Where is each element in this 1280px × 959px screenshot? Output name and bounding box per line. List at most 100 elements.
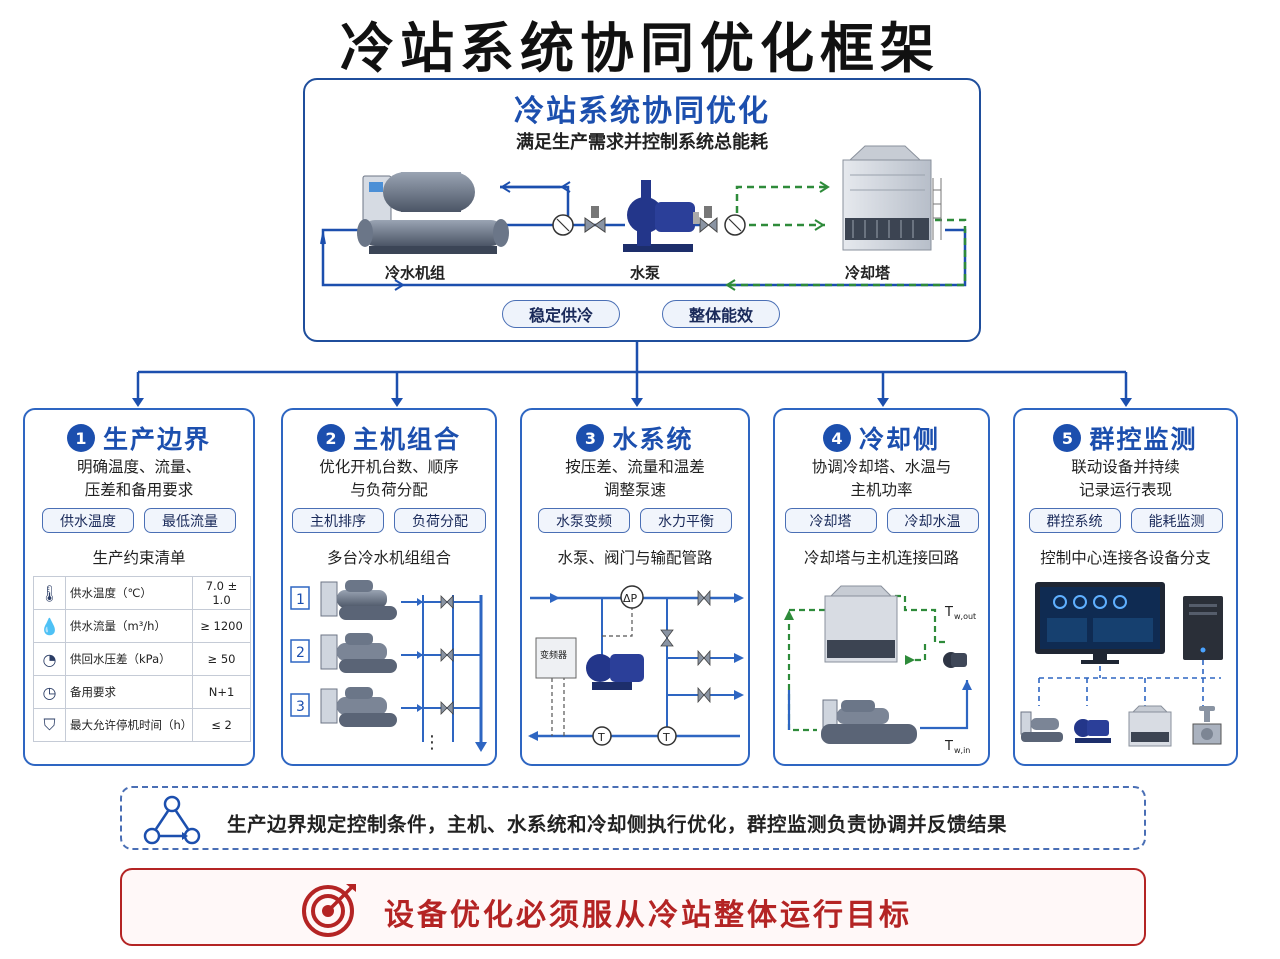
clock-icon: ◷ bbox=[33, 675, 66, 709]
step-number: 3 bbox=[576, 424, 605, 452]
card-description: 优化开机台数、顺序 与负荷分配 bbox=[319, 458, 459, 499]
coordination-note: 生产边界规定控制条件，主机、水系统和冷却侧执行优化，群控监测负责协调并反馈结果 bbox=[120, 786, 1146, 850]
system-subtitle: 满足生产需求并控制系统总能耗 bbox=[516, 132, 768, 153]
dp-sensor-icon bbox=[620, 585, 644, 609]
unit-label-1: 1 bbox=[296, 592, 305, 608]
tag-group-control: 群控系统 bbox=[1028, 508, 1121, 533]
page-title: 冷站系统协同优化框架 bbox=[340, 17, 940, 80]
system-loop-diagram bbox=[320, 145, 967, 291]
card-cooling-side: 4 冷却侧 协调冷却塔、水温与 主机功率 冷却塔 冷却水温 冷却塔与主机连接回路 bbox=[773, 408, 990, 766]
chiller-graphic bbox=[821, 699, 917, 744]
step-number: 4 bbox=[822, 424, 851, 452]
vfd-label: 变频器 bbox=[540, 649, 567, 661]
table-row: ◔ 供回水压差（kPa） ≥ 50 bbox=[33, 642, 251, 676]
chiller-label: 冷水机组 bbox=[385, 264, 446, 282]
monitor-graphic bbox=[1035, 582, 1165, 664]
row-value: ≥ 1200 bbox=[192, 609, 251, 643]
card-subtitle: 水泵、阀门与输配管路 bbox=[557, 549, 713, 567]
t-in-subscript: w,in bbox=[954, 746, 970, 755]
row-label: 供回水压差（kPa） bbox=[65, 642, 193, 676]
temp-sensor-label-2: T bbox=[662, 731, 670, 744]
dp-sensor-label: ΔP bbox=[623, 592, 638, 605]
card-group-monitoring: 5 群控监测 联动设备并持续 记录运行表现 群控系统 能耗监测 控制中心连接各设… bbox=[1013, 408, 1238, 766]
card-description: 协调冷却塔、水温与 主机功率 bbox=[811, 458, 952, 499]
card-description: 明确温度、流量、 压差和备用要求 bbox=[76, 458, 201, 499]
system-title: 冷站系统协同优化 bbox=[514, 94, 770, 129]
row-value: N+1 bbox=[192, 675, 251, 709]
device-tower-graphic bbox=[1128, 705, 1172, 747]
cooling-tower-graphic bbox=[842, 145, 942, 251]
card-subtitle: 多台冷水机组组合 bbox=[326, 549, 451, 567]
flow-icon: 💧 bbox=[33, 609, 66, 643]
row-value: 7.0 ± 1.0 bbox=[192, 576, 251, 610]
card-description: 按压差、流量和温差 调整泵速 bbox=[565, 458, 705, 499]
control-center-diagram bbox=[1020, 582, 1223, 747]
chiller-unit-3 bbox=[290, 687, 397, 727]
gauge-icon: ◔ bbox=[33, 642, 66, 676]
card-title: 冷却侧 bbox=[858, 425, 940, 454]
valve-left-graphic bbox=[552, 206, 606, 236]
more-units-ellipsis: ⋮ bbox=[423, 732, 441, 753]
chiller-unit-2 bbox=[290, 633, 397, 673]
card-water-system: 3 水系统 按压差、流量和温差 调整泵速 水泵变频 水力平衡 水泵、阀门与输配管… bbox=[520, 408, 750, 766]
card-title: 群控监测 bbox=[1089, 425, 1198, 454]
pump-label: 水泵 bbox=[630, 264, 661, 282]
tag-pump-vfd: 水泵变频 bbox=[538, 508, 630, 533]
temp-sensor-icon bbox=[657, 726, 677, 746]
row-value: ≥ 50 bbox=[192, 642, 251, 676]
table-row: ◷ 备用要求 N+1 bbox=[33, 675, 251, 709]
device-chiller-graphic bbox=[1020, 711, 1063, 742]
row-label: 供水温度（℃） bbox=[65, 576, 193, 610]
tree-connectors bbox=[132, 342, 1132, 407]
card-production-boundary: 1 生产边界 明确温度、流量、 压差和备用要求 供水温度 最低流量 生产约束清单… bbox=[23, 408, 255, 766]
goal-banner: 设备优化必须服从冷站整体运行目标 bbox=[120, 868, 1146, 946]
water-pump-graphic bbox=[586, 654, 644, 690]
pill-stable-cooling: 稳定供冷 bbox=[502, 300, 620, 328]
device-valve-graphic bbox=[1192, 706, 1222, 745]
card-subtitle: 冷却塔与主机连接回路 bbox=[803, 549, 959, 567]
thermometer-icon: 🌡 bbox=[33, 576, 66, 610]
chiller-unit-1 bbox=[290, 580, 397, 620]
device-pump-graphic bbox=[1074, 719, 1111, 743]
row-label: 最大允许停机时间（h） bbox=[65, 708, 193, 742]
t-in-label: T bbox=[944, 739, 953, 754]
temp-sensor-label-1: T bbox=[597, 731, 605, 744]
valve-right-graphic bbox=[699, 206, 746, 236]
cooling-loop-diagram: T w,out T w,in bbox=[784, 585, 976, 755]
card-subtitle: 控制中心连接各设备分支 bbox=[1040, 549, 1211, 567]
server-tower-graphic bbox=[1183, 596, 1223, 660]
card-chiller-combination: 2 主机组合 优化开机台数、顺序 与负荷分配 主机排序 负荷分配 多台冷水机组组… bbox=[281, 408, 497, 766]
tag-cooling-tower: 冷却塔 bbox=[784, 508, 877, 533]
card-title: 水系统 bbox=[612, 425, 694, 454]
tag-energy-monitoring: 能耗监测 bbox=[1130, 508, 1223, 533]
tag-cooling-water-temp: 冷却水温 bbox=[886, 508, 979, 533]
step-number: 1 bbox=[66, 424, 95, 452]
table-row: 💧 供水流量（m³/h） ≥ 1200 bbox=[33, 609, 251, 643]
t-out-subscript: w,out bbox=[954, 612, 976, 621]
unit-label-3: 3 bbox=[296, 699, 305, 715]
valve-icon bbox=[660, 589, 711, 704]
temp-sensor-icon bbox=[592, 726, 612, 746]
card-header: 1 生产边界 bbox=[25, 420, 253, 456]
tag-hydraulic-balance: 水力平衡 bbox=[640, 508, 732, 533]
cooling-pump-graphic bbox=[943, 652, 967, 668]
tag-load-distribution: 负荷分配 bbox=[394, 508, 486, 533]
constraint-table: 🌡 供水温度（℃） 7.0 ± 1.0 💧 供水流量（m³/h） ≥ 1200 … bbox=[33, 576, 251, 742]
water-distribution-diagram: 变频器 ΔP T T bbox=[528, 585, 744, 746]
tag-min-flow: 最低流量 bbox=[144, 508, 236, 533]
target-icon bbox=[302, 884, 356, 937]
pump-graphic bbox=[623, 180, 699, 252]
workflow-icon bbox=[143, 795, 201, 845]
card-title: 生产边界 bbox=[102, 425, 211, 454]
tower-label: 冷却塔 bbox=[845, 264, 891, 282]
tag-chiller-sequence: 主机排序 bbox=[292, 508, 384, 533]
tag-supply-temp: 供水温度 bbox=[42, 508, 134, 533]
card-subtitle: 生产约束清单 bbox=[92, 549, 186, 567]
row-label: 供水流量（m³/h） bbox=[65, 609, 193, 643]
pill-overall-efficiency: 整体能效 bbox=[662, 300, 780, 328]
unit-label-2: 2 bbox=[296, 645, 305, 661]
row-value: ≤ 2 bbox=[192, 708, 251, 742]
row-label: 备用要求 bbox=[65, 675, 193, 709]
table-row: 🌡 供水温度（℃） 7.0 ± 1.0 bbox=[33, 576, 251, 610]
goal-text: 设备优化必须服从冷站整体运行目标 bbox=[384, 898, 912, 933]
